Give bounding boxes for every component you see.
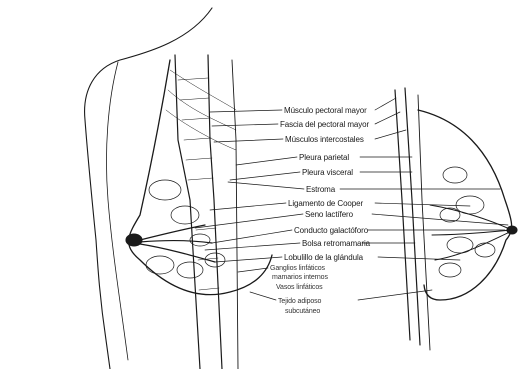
label-conducto-galactoforo: Conducto galactóforo xyxy=(294,226,368,235)
label-lobulillo-glandula: Lobulillo de la glándula xyxy=(284,253,363,262)
label-tejido-adiposo: Tejido adiposo xyxy=(278,298,321,306)
torso-outline xyxy=(85,8,212,369)
right-nipple xyxy=(507,226,517,234)
chest-wall-inner xyxy=(208,55,222,369)
label-mamarios-internos: mamarios internos xyxy=(272,274,328,282)
right-chest-wall-c xyxy=(418,95,430,350)
arm-outline xyxy=(106,62,128,360)
label-seno-lactifero: Seno lactífero xyxy=(305,210,353,219)
label-pleura-visceral: Pleura visceral xyxy=(302,168,353,177)
label-pleura-parietal: Pleura parietal xyxy=(299,153,349,162)
label-ganglios-linfaticos: Ganglios linfáticos xyxy=(270,265,325,273)
label-musculos-intercostales: Músculos intercostales xyxy=(285,135,364,144)
label-bolsa-retromamaria: Bolsa retromamaria xyxy=(302,239,370,248)
label-musculo-pectoral-mayor: Músculo pectoral mayor xyxy=(284,106,367,115)
label-subcutaneo: subcutáneo xyxy=(285,308,320,316)
label-ligamento-cooper: Ligamento de Cooper xyxy=(288,199,363,208)
left-nipple xyxy=(126,234,142,246)
chest-wall-outer xyxy=(175,55,200,369)
label-vasos-linfaticos: Vasos linfáticos xyxy=(276,284,323,292)
pleura-band xyxy=(232,60,238,369)
label-fascia-pectoral-mayor: Fascia del pectoral mayor xyxy=(280,120,369,129)
label-estroma: Estroma xyxy=(306,185,335,194)
